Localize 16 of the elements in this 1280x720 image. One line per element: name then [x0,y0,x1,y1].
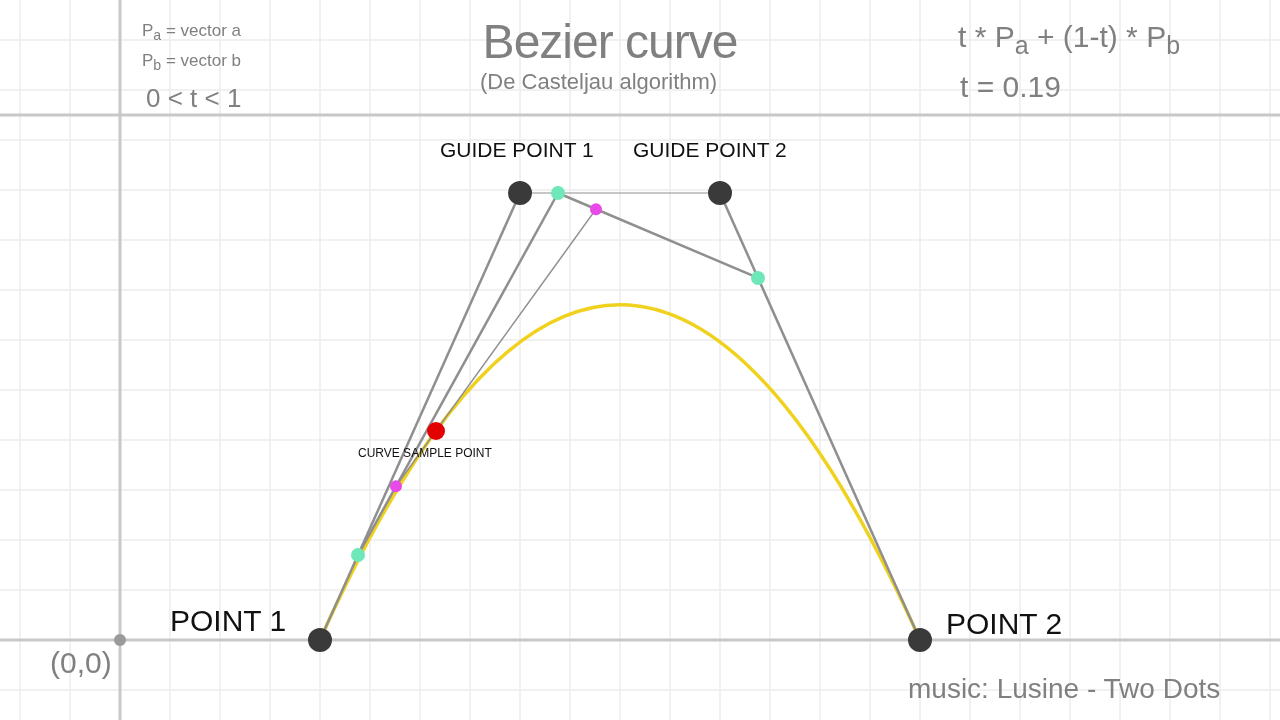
subtitle: (De Casteljau algorithm) [480,70,718,95]
inequality-text: 0 < t < 1 [146,84,242,113]
point-label: POINT 2 [946,607,1063,640]
formula-text: t * P$_{a}$ + (1-t) * P$_{b}$ [958,20,1181,60]
point-label: GUIDE POINT 2 [633,138,787,162]
parameter-value: t = 0.19 [960,70,1061,103]
connector-line [323,203,517,630]
origin-label: (0,0) [50,646,112,679]
title: Bezier curve [481,18,739,66]
connector-line [723,203,917,630]
formula-text: P$_{a}$ = vector a [142,22,242,44]
formula-text: P$_{b}$ = vector b [142,52,242,74]
point-label: POINT 1 [170,604,287,637]
point-label: GUIDE POINT 1 [440,138,594,162]
connector-line [531,192,709,194]
credit-text: music: Lusine - Two Dots [908,674,1221,705]
